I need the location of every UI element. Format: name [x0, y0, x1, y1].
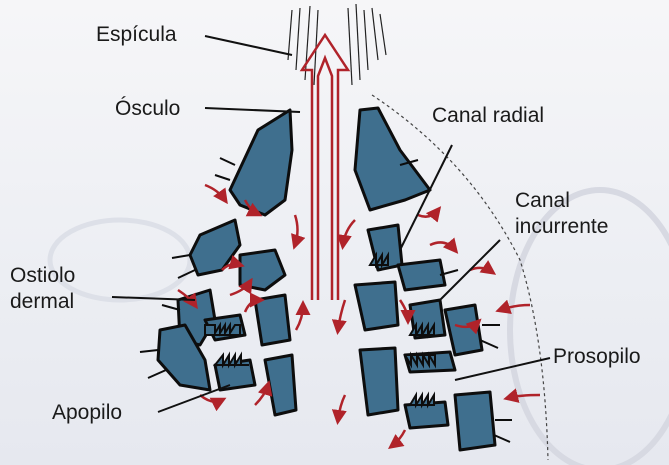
tissue-block-left-6 — [255, 295, 290, 345]
label-incurrente: incurrente — [515, 214, 608, 239]
tissue-block-left-2 — [190, 220, 240, 275]
leader-osculo — [205, 108, 300, 112]
label-apopilo: Apopilo — [52, 400, 122, 425]
left-wall — [158, 110, 296, 415]
label-espicula: Espícula — [96, 22, 177, 47]
leader-apopilo — [158, 385, 230, 412]
label-prosopilo: Prosopilo — [553, 344, 641, 369]
tissue-block-right-top — [355, 108, 430, 210]
tissue-block-left-3 — [240, 250, 285, 290]
label-ostiolo: Ostiolo — [10, 263, 75, 288]
leader-prosopilo — [455, 358, 550, 380]
tissue-block-right-7 — [360, 348, 398, 415]
background-shape — [50, 220, 190, 300]
label-canal: Canal — [515, 188, 570, 213]
leader-espicula — [205, 36, 292, 55]
label-dermal: dermal — [10, 289, 74, 314]
tissue-block-left-top — [230, 110, 292, 215]
osculum-arrow — [302, 35, 348, 300]
tissue-block-right-3 — [398, 260, 445, 290]
tissue-block-right-10 — [455, 392, 495, 450]
tissue-block-right-6 — [445, 305, 482, 355]
label-osculo: Ósculo — [115, 96, 180, 121]
tissue-block-left-9 — [265, 355, 296, 415]
tissue-block-right-4 — [355, 282, 398, 330]
label-canal-radial: Canal radial — [432, 103, 544, 128]
